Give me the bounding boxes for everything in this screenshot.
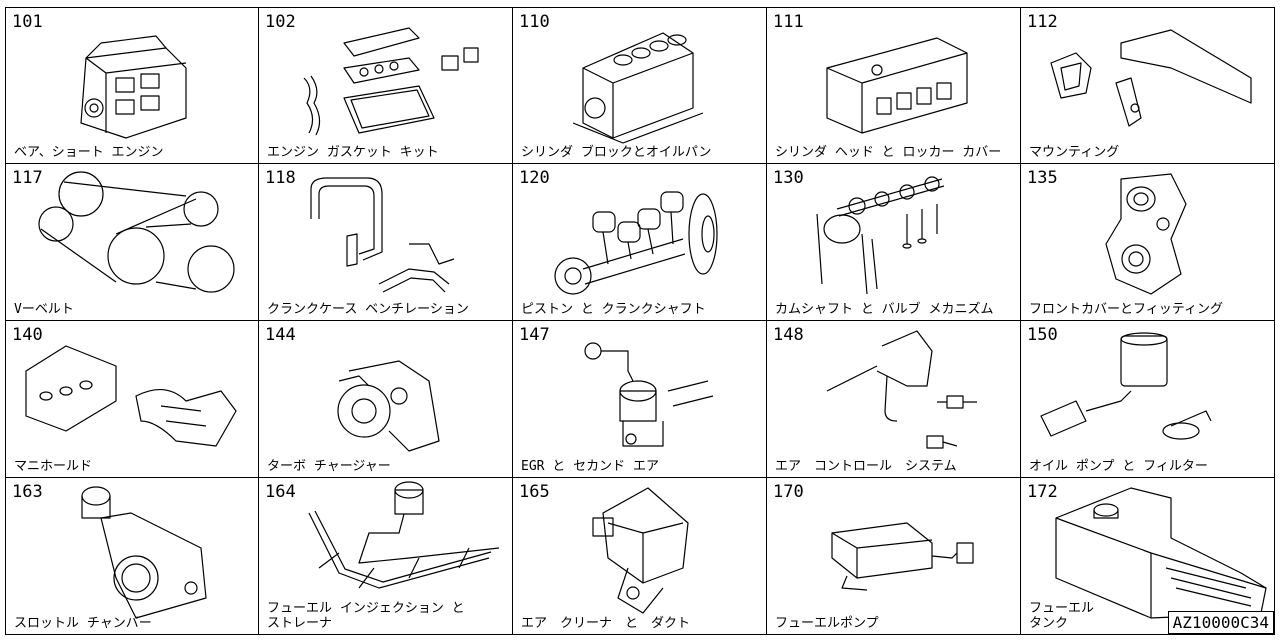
section-number: 144 [265,325,296,345]
oil-pump-filter-icon [1040,332,1212,440]
catalog-cell-120[interactable]: 120 ピストン と クランクシャフト [513,164,767,321]
section-label: フューエル インジェクション と ストレーナ [267,601,465,631]
front-cover-icon [1105,173,1187,295]
section-label: マニホールド [14,459,93,474]
manifold-icon [25,345,237,447]
parts-catalog-grid: 101 ベア、ショート エンジン 102 エンジン ガスケット キット 110 [5,7,1275,635]
air-control-icon [826,330,977,449]
catalog-cell-110[interactable]: 110 シリンダ ブロックとオイルパン [513,7,767,164]
fuel-pump-icon [831,522,974,591]
section-number: 111 [773,12,804,32]
section-number: 101 [12,12,43,32]
catalog-cell-144[interactable]: 144 ターボ チャージャー [259,321,513,478]
camshaft-valve-icon [816,176,945,295]
engine-block-icon [80,35,187,139]
section-label: シリンダ ブロックとオイルパン [521,145,712,160]
section-label: カムシャフト と バルブ メカニズム [775,302,994,317]
section-number: 165 [519,482,550,502]
fuel-tank-icon [1055,487,1267,619]
crankcase-ventilation-icon [310,177,455,293]
section-label: エア クリーナ と ダクト [521,616,691,631]
egr-valve-icon [584,342,714,447]
section-label: クランクケース ベンチレーション [267,302,469,317]
section-label: ベア、ショート エンジン [14,145,164,160]
catalog-cell-102[interactable]: 102 エンジン ガスケット キット [259,7,513,164]
catalog-cell-172[interactable]: 172 フューエル タンク [1021,478,1275,635]
section-number: 118 [265,168,296,188]
section-number: 112 [1027,12,1058,32]
section-label: フューエルポンプ [775,616,879,631]
section-label: シリンダ ヘッド と ロッカー カバー [775,145,1002,160]
section-label: EGR と セカンド エア [521,459,659,474]
section-label: Vーベルト [14,302,74,317]
catalog-cell-101[interactable]: 101 ベア、ショート エンジン [5,7,259,164]
section-number: 163 [12,482,43,502]
catalog-cell-135[interactable]: 135 フロントカバーとフィッティング [1021,164,1275,321]
catalog-cell-164[interactable]: 164 フューエル インジェクション と ストレーナ [259,478,513,635]
catalog-cell-117[interactable]: 117 Vーベルト [5,164,259,321]
section-number: 102 [265,12,296,32]
document-id-label: AZ10000C34 [1167,611,1274,634]
catalog-cell-112[interactable]: 112 マウンティング [1021,7,1275,164]
catalog-cell-170[interactable]: 170 フューエルポンプ [767,478,1021,635]
piston-crankshaft-icon [554,191,718,295]
catalog-cell-130[interactable]: 130 カムシャフト と バルブ メカニズム [767,164,1021,321]
cylinder-block-icon [572,32,704,144]
gasket-kit-icon [303,27,479,136]
section-label: ターボ チャージャー [267,459,391,474]
section-number: 130 [773,168,804,188]
catalog-cell-118[interactable]: 118 クランクケース ベンチレーション [259,164,513,321]
fuel-injection-icon [308,481,500,589]
section-label: フロントカバーとフィッティング [1029,302,1223,317]
air-cleaner-icon [592,487,689,614]
catalog-cell-163[interactable]: 163 スロットル チャンバー [5,478,259,635]
section-number: 164 [265,482,296,502]
cylinder-head-icon [826,37,968,134]
section-number: 117 [12,168,43,188]
section-number: 170 [773,482,804,502]
catalog-cell-147[interactable]: 147 EGR と セカンド エア [513,321,767,478]
catalog-cell-148[interactable]: 148 エア コントロール システム [767,321,1021,478]
section-label: エア コントロール システム [775,459,957,474]
section-label: マウンティング [1029,145,1120,160]
catalog-cell-111[interactable]: 111 シリンダ ヘッド と ロッカー カバー [767,7,1021,164]
section-number: 148 [773,325,804,345]
section-label: スロットル チャンバー [14,616,152,631]
section-number: 135 [1027,168,1058,188]
section-label: オイル ポンプ と フィルター [1029,459,1208,474]
section-number: 172 [1027,482,1058,502]
throttle-chamber-icon [81,486,207,619]
section-number: 147 [519,325,550,345]
section-label: ピストン と クランクシャフト [521,302,706,317]
section-label: フューエル タンク [1029,601,1095,631]
catalog-cell-140[interactable]: 140 マニホールド [5,321,259,478]
catalog-cell-165[interactable]: 165 エア クリーナ と ダクト [513,478,767,635]
v-belt-icon [38,171,235,293]
mounting-icon [1050,29,1252,127]
section-number: 150 [1027,325,1058,345]
catalog-cell-150[interactable]: 150 オイル ポンプ と フィルター [1021,321,1275,478]
section-label: エンジン ガスケット キット [267,145,439,160]
section-number: 120 [519,168,550,188]
section-number: 140 [12,325,43,345]
section-number: 110 [519,12,550,32]
turbocharger-icon [337,360,440,452]
